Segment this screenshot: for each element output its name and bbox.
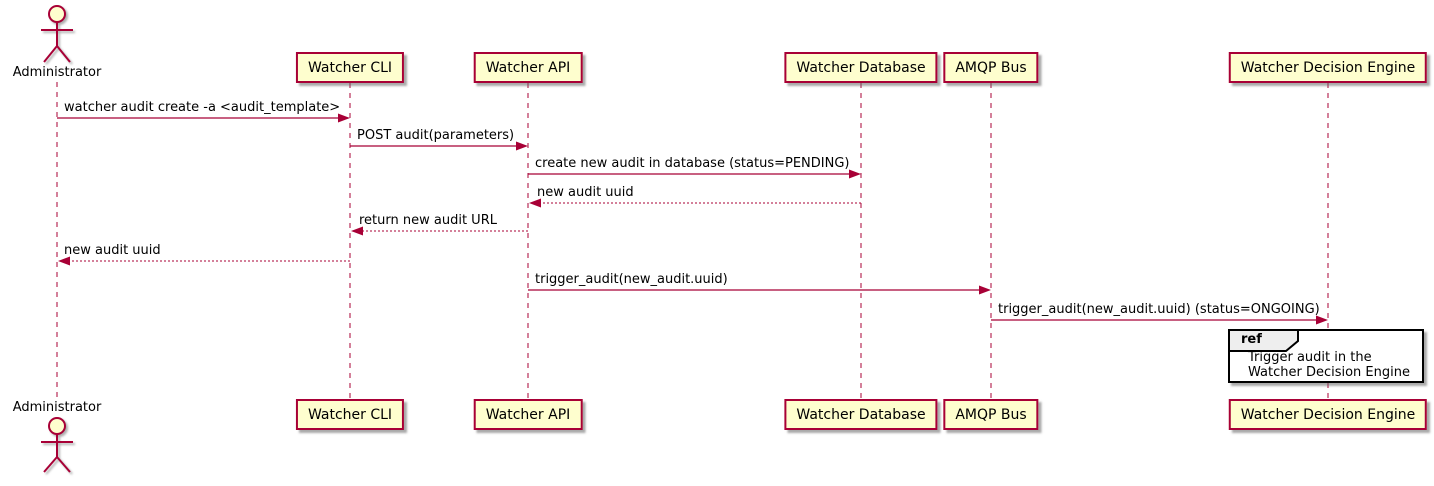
ref-keyword: ref [1241,332,1262,347]
actor-label-bottom: Administrator [12,400,102,415]
ref-tab-shape [1228,329,1299,352]
participant-box-watcher-cli-top: Watcher CLI [295,52,405,83]
message-label-6: new audit uuid [64,243,161,258]
participant-box-watcher-decision-engine-bottom: Watcher Decision Engine [1228,399,1428,430]
ref-text-line-1: Trigger audit in the [1248,350,1372,365]
participant-box-amqp-bus-top: AMQP Bus [943,52,1039,83]
message-label-3: create new audit in database (status=PEN… [535,156,850,171]
actor-icon-top [41,5,73,63]
message-arrow-1 [57,113,350,123]
message-arrow-3 [528,169,861,179]
message-arrow-5 [351,226,528,236]
actor-label-top: Administrator [12,65,102,80]
participant-box-amqp-bus-bottom: AMQP Bus [943,399,1039,430]
participant-box-watcher-api-bottom: Watcher API [473,399,583,430]
message-arrow-7 [528,285,991,295]
participant-box-watcher-database-top: Watcher Database [784,52,938,83]
message-label-5: return new audit URL [359,213,497,228]
message-label-7: trigger_audit(new_audit.uuid) [535,272,728,287]
message-label-2: POST audit(parameters) [357,128,515,143]
ref-text-line-2: Watcher Decision Engine [1248,365,1410,380]
participant-box-watcher-cli-bottom: Watcher CLI [295,399,405,430]
message-arrow-4 [529,198,861,208]
message-label-1: watcher audit create -a <audit_template> [64,100,341,115]
participant-box-watcher-api-top: Watcher API [473,52,583,83]
ref-fragment: ref Trigger audit in the Watcher Decisio… [1228,329,1424,383]
actor-icon-bottom [41,417,73,473]
message-arrow-2 [350,141,528,151]
message-arrow-6 [58,256,350,266]
message-arrow-8 [991,315,1328,325]
message-label-4: new audit uuid [537,185,634,200]
message-label-8: trigger_audit(new_audit.uuid) (status=ON… [998,302,1320,317]
participant-box-watcher-database-bottom: Watcher Database [784,399,938,430]
participant-box-watcher-decision-engine-top: Watcher Decision Engine [1228,52,1428,83]
